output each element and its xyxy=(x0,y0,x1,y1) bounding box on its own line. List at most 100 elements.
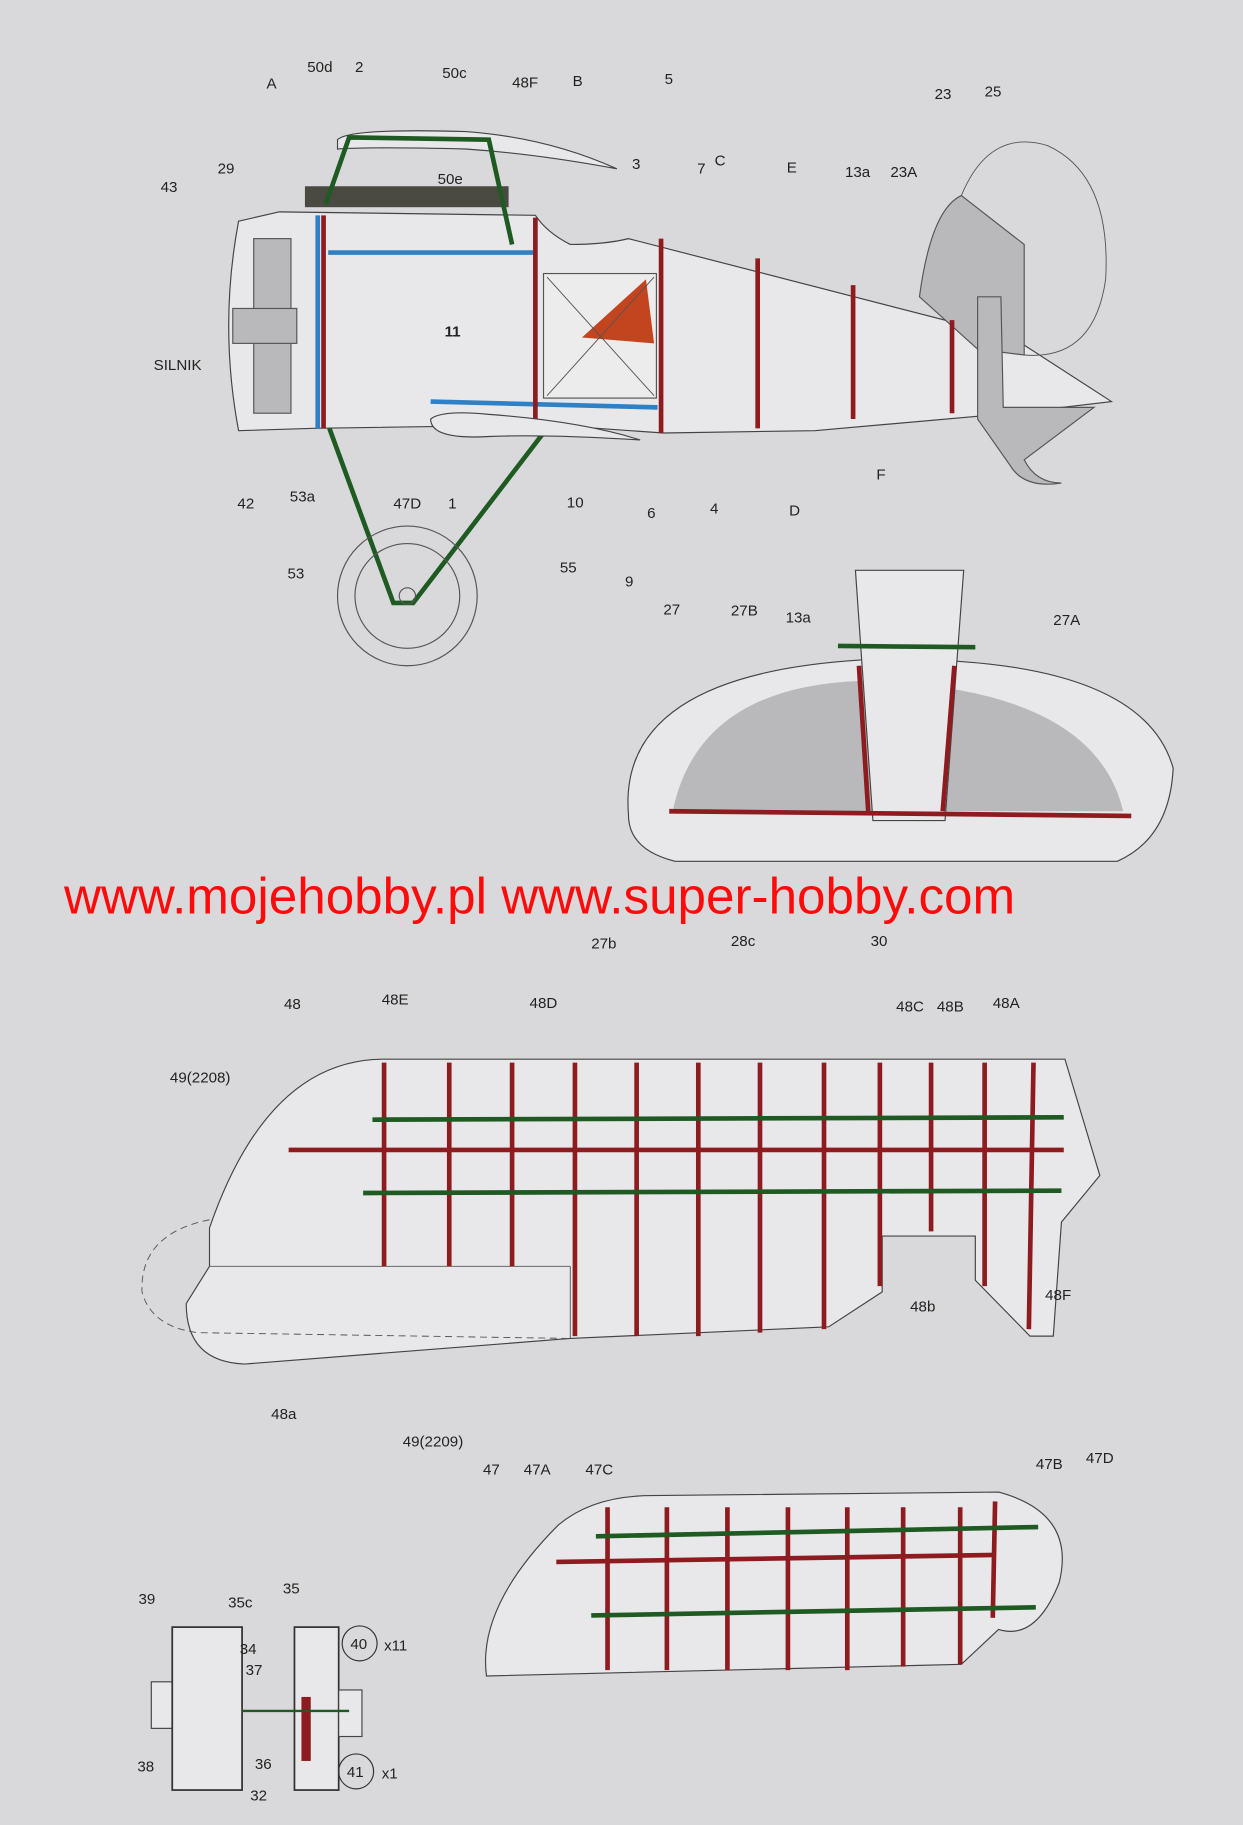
label: 47A xyxy=(524,1462,552,1479)
label: 48 xyxy=(284,996,301,1013)
label: 11 xyxy=(445,323,461,340)
label: 5 xyxy=(665,71,673,88)
label: 13a xyxy=(845,164,871,181)
spar-rear xyxy=(363,1188,1062,1196)
callout-41: 41 x1 xyxy=(338,1753,398,1790)
upper-wing-ribs xyxy=(381,1062,1036,1337)
aileron-dashed xyxy=(141,1219,571,1339)
wheel xyxy=(336,525,478,667)
label: 32 xyxy=(250,1788,267,1805)
spar-rear xyxy=(591,1604,1036,1618)
label: D xyxy=(789,503,800,520)
label: 47B xyxy=(1036,1456,1063,1473)
label: SILNIK xyxy=(154,357,202,374)
label: 30 xyxy=(871,933,888,950)
engine-left-cylinders xyxy=(171,1626,243,1791)
label: 48F xyxy=(1045,1287,1071,1304)
engine-right-cylinders xyxy=(293,1626,340,1791)
label: 50d xyxy=(307,59,332,76)
label: 47 xyxy=(483,1462,500,1479)
label: 3 xyxy=(632,156,640,173)
label: 53a xyxy=(290,489,316,506)
engine-red-part xyxy=(301,1696,311,1761)
label: 10 xyxy=(567,494,584,511)
spar-front xyxy=(595,1524,1039,1539)
label: 28c xyxy=(731,933,756,950)
label: 49(2209) xyxy=(403,1434,464,1451)
cockpit-brace xyxy=(546,276,655,397)
label: 1 xyxy=(448,496,456,513)
label: A xyxy=(267,75,278,92)
label: 48A xyxy=(993,995,1021,1012)
label: 48B xyxy=(937,998,964,1015)
rudder-outline xyxy=(960,141,1107,356)
label: 48D xyxy=(530,995,558,1012)
rib xyxy=(990,1501,998,1618)
label: 2 xyxy=(355,59,363,76)
label: 34 xyxy=(240,1641,257,1658)
callout-40: 40 x11 xyxy=(341,1625,407,1662)
upper-wing-outline xyxy=(185,1058,1101,1365)
engine-detail: 39 35c 35 34 37 38 36 32 40 x11 41 x1 xyxy=(137,1580,407,1804)
label: 23A xyxy=(890,164,918,181)
label: 48E xyxy=(382,991,409,1008)
label: 25 xyxy=(985,84,1002,101)
tailplane-labels: 27 27B 13a 27A 27b 28c 30 xyxy=(591,602,1081,953)
label: 49(2208) xyxy=(170,1069,231,1086)
lower-wing-view: 47 47A 47C 47B 47D xyxy=(483,1450,1114,1677)
label: 27 xyxy=(663,602,680,619)
label: 27B xyxy=(731,603,758,620)
label: 55 xyxy=(560,560,577,577)
label: 7 xyxy=(697,160,705,177)
lower-wing-root xyxy=(430,412,641,441)
label: F xyxy=(876,467,885,484)
label: 50c xyxy=(442,65,467,82)
spar xyxy=(669,808,1132,819)
part-number: 41 xyxy=(347,1764,364,1781)
spar-main xyxy=(556,1552,996,1565)
label: 35 xyxy=(283,1580,300,1597)
part-number: 40 xyxy=(350,1636,367,1653)
label: 13a xyxy=(786,610,812,627)
wheel-inner xyxy=(354,542,461,649)
spar-blue-bottom xyxy=(430,399,658,410)
label: 42 xyxy=(237,496,254,513)
label: 23 xyxy=(935,86,952,103)
label: 38 xyxy=(137,1758,154,1775)
spar-13a xyxy=(837,643,976,650)
label: B xyxy=(573,73,583,90)
wheel-hub xyxy=(398,587,417,605)
label: 36 xyxy=(255,1756,272,1773)
spar xyxy=(940,665,957,812)
label: 27b xyxy=(591,936,616,953)
label: 47D xyxy=(1086,1450,1114,1467)
lower-wing-outline xyxy=(485,1491,1063,1677)
quantity: x1 xyxy=(382,1765,398,1782)
spar xyxy=(856,665,871,812)
label: 47C xyxy=(585,1462,613,1479)
label: 50e xyxy=(438,171,463,188)
label: 37 xyxy=(246,1662,263,1679)
label: 48b xyxy=(910,1299,935,1316)
label: C xyxy=(715,152,726,169)
lower-wing-labels: 47 47A 47C 47B 47D xyxy=(483,1450,1114,1479)
label: 6 xyxy=(647,505,655,522)
quantity: x11 xyxy=(384,1637,407,1654)
engine-right-back xyxy=(338,1689,363,1738)
engine-labels: 39 35c 35 34 37 38 36 32 xyxy=(137,1580,299,1804)
elevator xyxy=(977,296,1096,485)
seat xyxy=(581,279,655,344)
label: 9 xyxy=(625,574,633,591)
label: E xyxy=(787,159,797,176)
label: 43 xyxy=(161,179,178,196)
rudder-root xyxy=(854,569,965,822)
engine-hub xyxy=(232,307,298,344)
landing-gear-struts xyxy=(327,426,549,606)
label: 4 xyxy=(710,500,718,517)
label: 35c xyxy=(228,1594,253,1611)
spar-front xyxy=(372,1115,1064,1122)
label: 39 xyxy=(138,1591,155,1608)
watermark: www.mojehobby.pl www.super-hobby.com xyxy=(63,868,1015,925)
label: 27A xyxy=(1053,612,1081,629)
